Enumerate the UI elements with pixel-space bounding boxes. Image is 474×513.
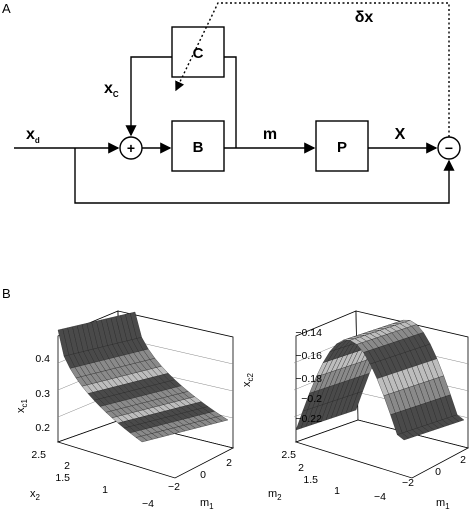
right-x-tick: −2 [402,477,414,489]
m-to-c-line [224,56,237,148]
right-surface [295,319,465,441]
block-b [171,120,225,172]
panel-a-label: A [2,1,11,16]
right-z-tick: −0.16 [295,350,322,362]
left-x-axis-label: m1 [200,497,214,511]
delta-x-label: δx [355,9,374,26]
right-x-axis-label: m1 [436,497,450,511]
right-z-axis-label: xc2 [241,372,255,387]
block-c [171,26,225,78]
m-label: m [263,126,277,143]
x-output-label: X [395,126,406,143]
left-y-tick: 2.5 [31,449,46,461]
feedback-arrow [74,148,455,204]
right-x-tick: 2 [460,454,466,466]
right-floor [294,419,470,479]
left-surface [57,311,229,443]
right-z-tick: −0.18 [295,373,322,385]
right-y-tick: 1 [334,485,340,497]
xd-label: xd [26,126,40,145]
xc-label: xC [104,80,119,99]
sum-junction-sign: + [127,140,135,156]
right-z-tick: −0.22 [295,413,322,425]
surface-facet [215,415,229,422]
block-p [315,120,369,172]
block-c-label: C [193,45,204,62]
left-x-tick: 0 [200,469,206,481]
left-z-tick: 0.2 [35,422,50,434]
diff-junction-sign: − [445,140,453,156]
right-z-tick: −0.2 [301,393,322,405]
right-surface-plot: −0.14 −0.16 −0.18 −0.2 −0.22 xc2 2.5 2 1… [241,310,470,511]
block-p-label: P [337,139,347,156]
c-to-sum-arrow [125,56,172,137]
right-y-axis-label: m2 [268,488,282,502]
left-z-tick: 0.3 [35,388,50,400]
left-x-tick: 2 [226,457,232,469]
left-y-tick: 2 [64,460,70,472]
panel-b-label: B [2,286,11,301]
right-x-tick: −4 [374,491,386,503]
right-y-tick: 1.5 [303,474,318,486]
left-y-axis-label: x2 [30,488,41,502]
right-x-tick: 0 [435,466,441,478]
left-floor [56,419,235,479]
panel-a-diagram: A C B P + − xd m xC X δx [2,1,461,204]
left-surface-plot: 0.4 0.3 0.2 xc1 2.5 2 1.5 1 x2 −4 −2 0 2… [15,310,235,511]
left-x-tick: −2 [168,481,180,493]
left-y-tick: 1 [102,484,108,496]
left-z-axis-label: xc1 [15,398,29,413]
right-y-tick: 2.5 [281,449,296,461]
block-b-label: B [193,139,204,156]
left-y-tick: 1.5 [55,472,70,484]
delta-x-dotted-arrow [175,2,450,137]
right-y-tick: 2 [298,462,304,474]
right-z-tick: −0.14 [295,327,322,339]
surface-facet [451,414,465,422]
left-z-tick: 0.4 [35,353,50,365]
left-x-tick: −4 [142,498,154,510]
